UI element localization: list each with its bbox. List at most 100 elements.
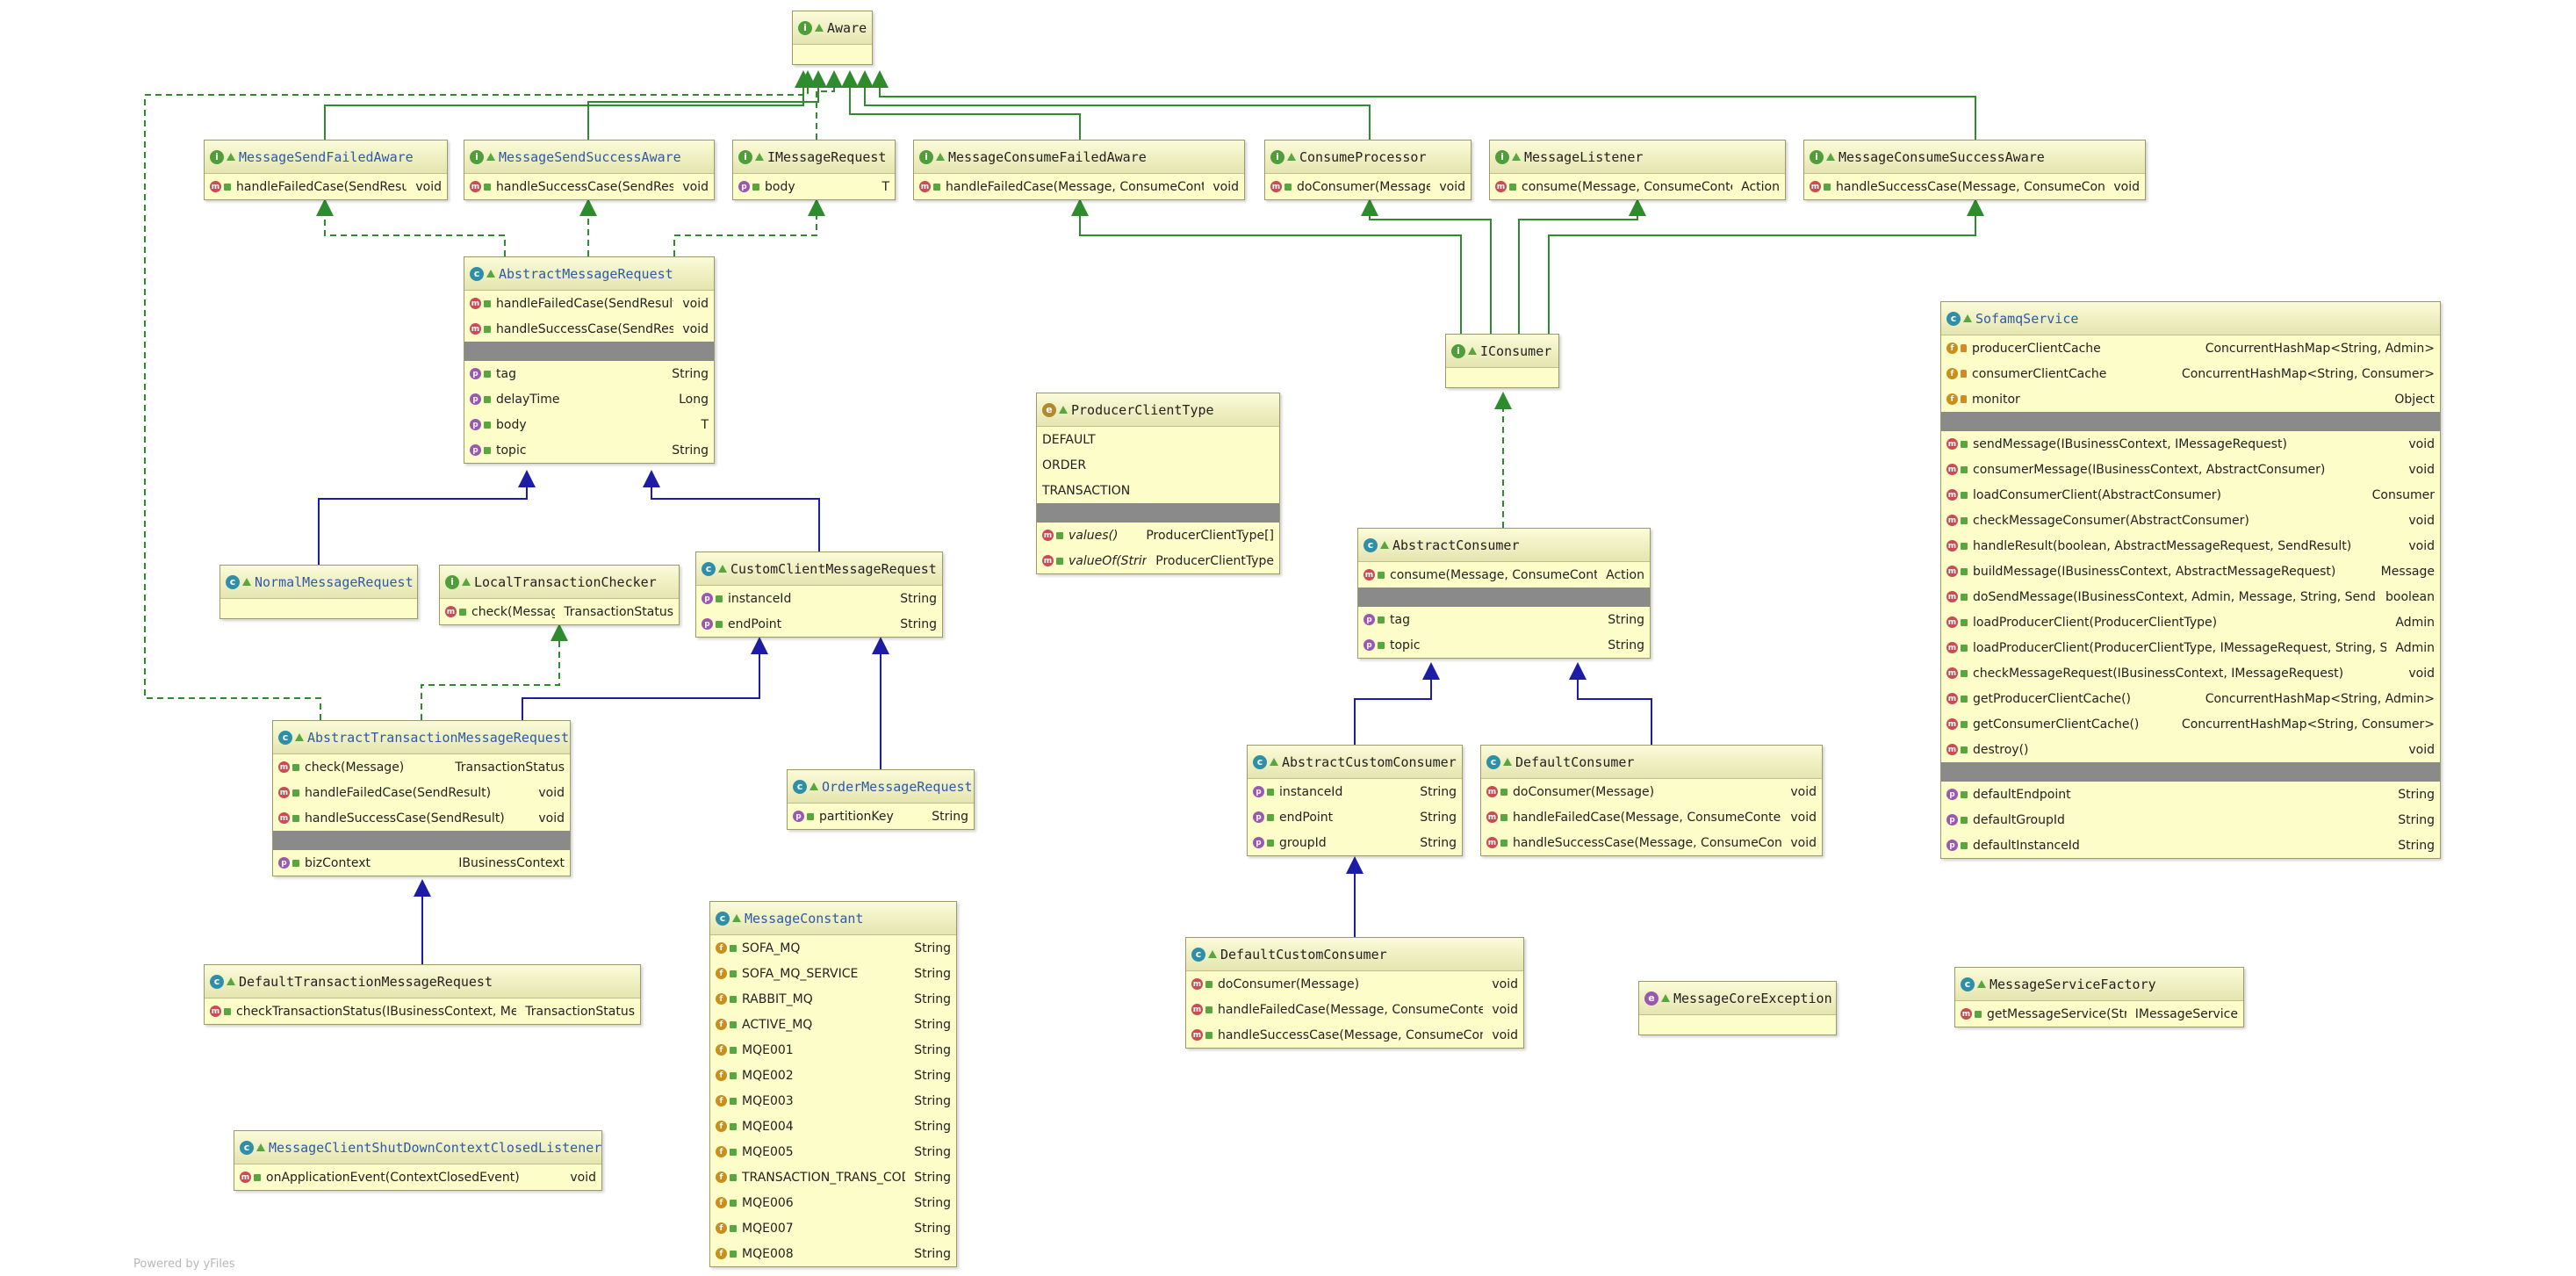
public-visibility-icon <box>1267 813 1274 821</box>
member-name: buildMessage(IBusinessContext, AbstractM… <box>1973 564 2336 579</box>
public-visibility-icon <box>730 1173 737 1181</box>
method-icon: m <box>1495 181 1507 192</box>
public-visibility-icon <box>256 1143 265 1151</box>
method-icon: m <box>210 181 221 192</box>
field-icon: f <box>716 1070 727 1081</box>
member-type: T <box>701 417 709 432</box>
empty-section <box>220 599 417 618</box>
empty-section <box>793 45 872 64</box>
interface-icon: i <box>1270 149 1284 164</box>
field-icon: f <box>716 1222 727 1234</box>
method-icon: m <box>1042 555 1054 566</box>
section-divider <box>1037 503 1279 523</box>
member-name: groupId <box>1279 835 1327 850</box>
public-visibility-icon <box>1284 183 1292 191</box>
public-visibility-icon <box>1961 816 1968 824</box>
method-icon: m <box>1810 181 1821 192</box>
class-icon: c <box>240 1140 254 1155</box>
member-type: String <box>914 1170 951 1185</box>
member-type: Consumer <box>2371 487 2435 502</box>
class-name: AbstractCustomConsumer <box>1282 753 1457 770</box>
public-visibility-icon <box>1378 616 1385 624</box>
member-name: producerClientCache <box>1972 341 2101 356</box>
method-icon: m <box>1486 811 1498 823</box>
public-visibility-icon <box>1961 644 1968 652</box>
public-visibility-icon <box>1059 406 1068 414</box>
class-node-local-transaction-checker[interactable]: iLocalTransactionCheckermcheck(Message)T… <box>439 565 680 625</box>
empty-section <box>1639 1015 1836 1034</box>
field-icon: f <box>716 942 727 954</box>
member-type: void <box>2408 666 2435 681</box>
member-type: String <box>914 1093 951 1108</box>
member-name: body <box>496 417 527 432</box>
member-type: void <box>2408 513 2435 528</box>
member-name: consumerMessage(IBusinessContext, Abstra… <box>1973 462 2326 477</box>
property-icon: p <box>1364 639 1375 651</box>
edge-iconsumer-to-consume-processor <box>1361 198 1492 334</box>
public-visibility-icon <box>242 578 251 586</box>
lock-icon <box>1961 344 1967 352</box>
property-icon: p <box>278 857 290 869</box>
edge-iconsumer-to-message-consume-failed-aware <box>1071 198 1462 334</box>
public-visibility-icon <box>1824 183 1831 191</box>
field-icon: f <box>716 1121 727 1132</box>
public-visibility-icon <box>732 914 741 922</box>
property-icon: p <box>1946 814 1958 825</box>
class-name: IMessageRequest <box>767 148 887 165</box>
class-name: MessageConstant <box>745 910 864 926</box>
property-icon: p <box>1253 811 1264 823</box>
class-name: MessageSendSuccessAware <box>499 148 681 165</box>
public-visibility-icon <box>292 814 299 822</box>
public-visibility-icon <box>484 395 491 403</box>
public-visibility-icon <box>1961 618 1968 626</box>
class-icon: c <box>1191 947 1205 962</box>
property-icon: p <box>1946 789 1958 800</box>
member-type: void <box>682 321 709 336</box>
class-name: DefaultTransactionMessageRequest <box>239 973 493 990</box>
member-type: Admin <box>2395 615 2435 630</box>
member-name: checkMessageRequest(IBusinessContext, IM… <box>1973 666 2344 681</box>
member-name: loadProducerClient(ProducerClientType, I… <box>1973 640 2387 655</box>
member-name: topic <box>1390 638 1421 652</box>
